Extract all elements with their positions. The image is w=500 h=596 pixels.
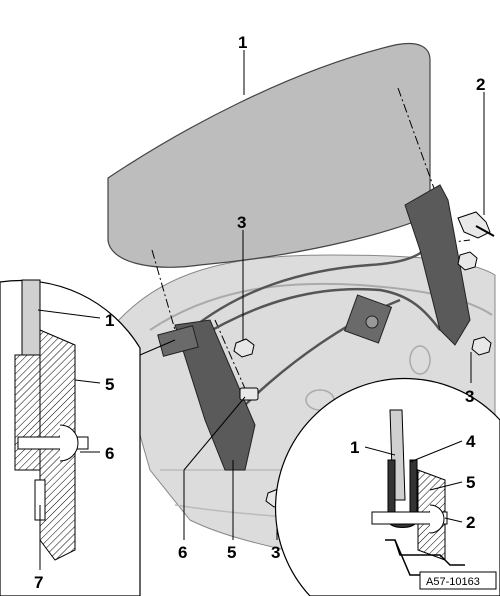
detail-left [0,279,176,596]
regulator-bolt [457,211,491,239]
window-regulator [157,184,471,471]
fasteners [233,211,495,508]
nut-b [471,336,492,356]
callout-glass: 1 [238,33,247,52]
bolt-lower [239,387,259,401]
callout-detail-right-channel: 5 [466,473,475,492]
nut-a [233,338,255,358]
detail-right [274,377,500,596]
callout-detail-left-glass: 1 [105,311,114,330]
callout-detail-left-bolt: 6 [105,444,114,463]
callout-bolt-lower: 6 [178,543,187,562]
callout-detail-right-pad: 4 [466,432,476,451]
callout-regulator-lower: 5 [227,543,236,562]
callout-detail-left-clip: 7 [34,573,43,592]
callout-detail-left-channel: 5 [105,375,114,394]
callout-nut-a: 3 [237,213,246,232]
window-glass [107,42,431,268]
callout-regulator: 2 [476,75,485,94]
reference-code: A57-10163 [426,576,480,588]
callout-detail-right-bolt: 2 [466,513,475,532]
callout-detail-right-glass: 1 [350,438,359,457]
reference-box [419,571,497,590]
nut-d [457,251,478,271]
callout-nut-b: 3 [465,387,474,406]
callout-nut-c: 3 [271,543,280,562]
